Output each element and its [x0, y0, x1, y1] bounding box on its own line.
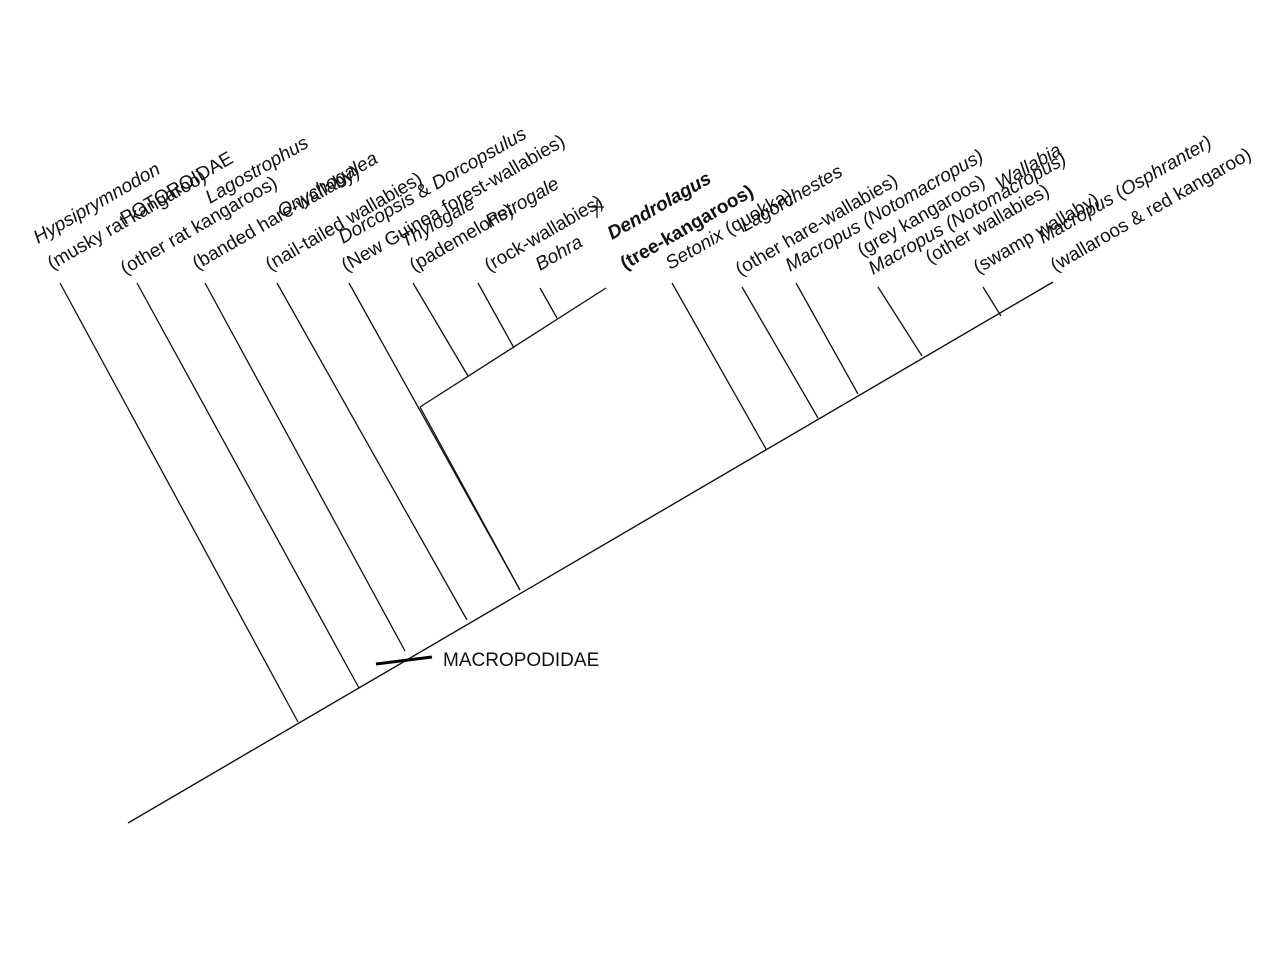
main-spine	[127, 281, 1054, 824]
branch-onychogalea	[276, 282, 468, 621]
macropodidae-marker	[375, 655, 433, 666]
branch-petrogale	[477, 282, 515, 349]
branch-lagostrophus	[204, 282, 406, 652]
cladogram-branches	[59, 200, 1054, 824]
branch-subclade-stem	[419, 406, 521, 591]
branch-macropus-grey	[795, 282, 859, 395]
branch-setonix	[671, 282, 767, 450]
branch-lagorchestes	[741, 286, 819, 419]
macropodidae-label: MACROPODIDAE	[443, 650, 599, 671]
branch-wallabia	[982, 286, 1002, 317]
taxon-labels: Hypsiprymnodon(musky rat kangaroo)POTORO…	[30, 123, 1255, 280]
branch-hypsiprymnodon	[59, 282, 299, 723]
branch-macropus-other	[877, 286, 923, 357]
branch-potoroidae	[136, 282, 360, 689]
branch-thylogale	[412, 282, 469, 377]
branch-bohra	[539, 287, 558, 319]
